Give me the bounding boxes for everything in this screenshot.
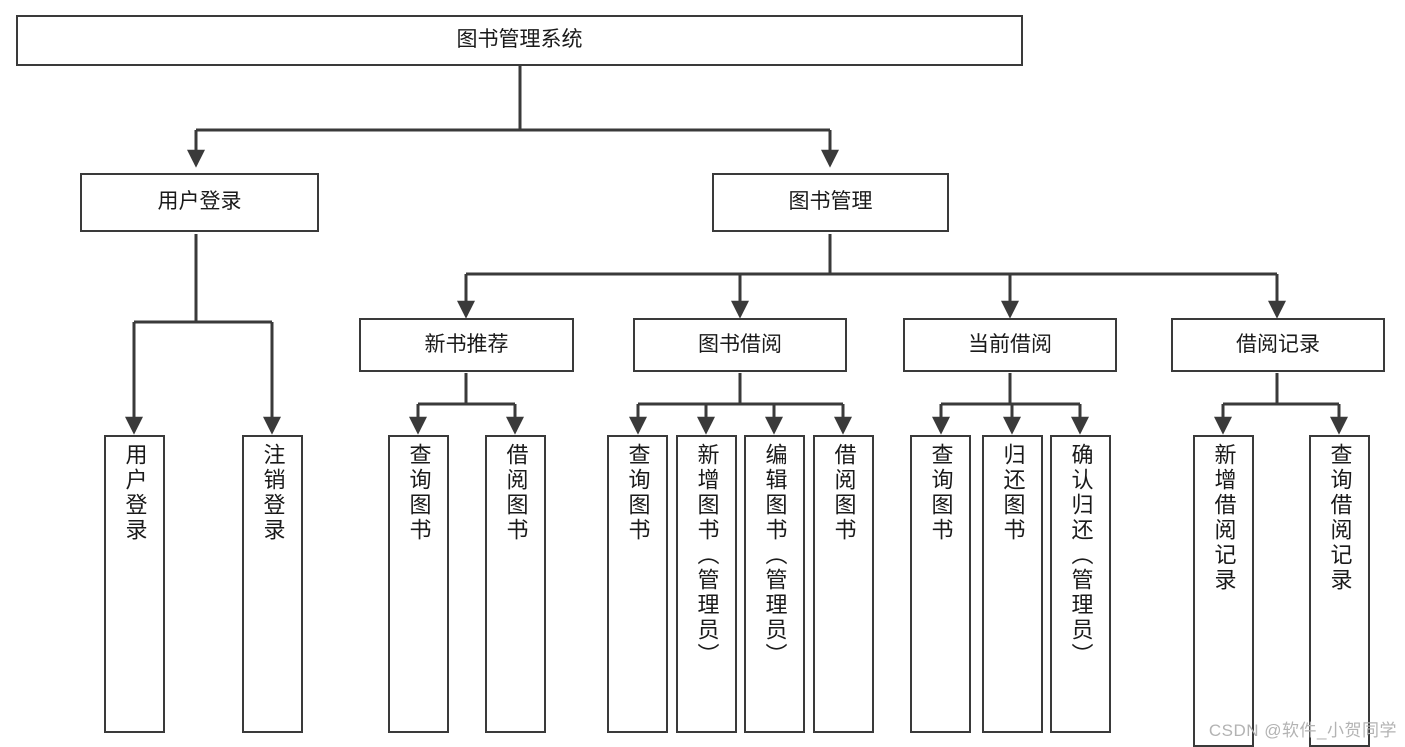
leaf-current-confirm-return[interactable]: 确认归还（管理员）: [1050, 435, 1111, 733]
node-user-login-label: 用户登录: [157, 190, 242, 214]
leaf-recommend-borrow-book[interactable]: 借阅图书: [485, 435, 546, 733]
leaf-current-return-book-label: 归还图书: [1000, 443, 1026, 543]
leaf-recommend-query-book[interactable]: 查询图书: [388, 435, 449, 733]
node-borrow-record[interactable]: 借阅记录: [1171, 318, 1385, 372]
node-book-management-label: 图书管理: [788, 190, 873, 214]
node-book-management[interactable]: 图书管理: [712, 173, 949, 232]
leaf-recommend-borrow-book-label: 借阅图书: [503, 443, 529, 543]
leaf-record-add-label: 新增借阅记录: [1211, 443, 1237, 593]
leaf-borrow-edit-book-label: 编辑图书（管理员）: [762, 443, 788, 668]
node-book-borrow[interactable]: 图书借阅: [633, 318, 847, 372]
leaf-borrow-add-book-label: 新增图书（管理员）: [694, 443, 720, 668]
node-new-book-recommend-label: 新书推荐: [424, 332, 509, 356]
leaf-current-confirm-return-label: 确认归还（管理员）: [1068, 443, 1094, 668]
node-new-book-recommend[interactable]: 新书推荐: [359, 318, 574, 372]
leaf-record-add[interactable]: 新增借阅记录: [1193, 435, 1254, 747]
leaf-borrow-borrow-book-label: 借阅图书: [831, 443, 857, 543]
csdn-watermark: CSDN @软件_小贺同学: [1208, 721, 1397, 740]
leaf-current-query-book[interactable]: 查询图书: [910, 435, 971, 733]
leaf-current-return-book[interactable]: 归还图书: [982, 435, 1043, 733]
leaf-current-query-book-label: 查询图书: [928, 443, 954, 543]
leaf-user-login[interactable]: 用户登录: [104, 435, 165, 733]
leaf-record-query-label: 查询借阅记录: [1327, 443, 1353, 593]
node-root[interactable]: 图书管理系统: [16, 15, 1023, 66]
node-current-borrow-label: 当前借阅: [968, 332, 1052, 356]
leaf-borrow-query-book[interactable]: 查询图书: [607, 435, 668, 733]
leaf-record-query[interactable]: 查询借阅记录: [1309, 435, 1370, 747]
leaf-recommend-query-book-label: 查询图书: [406, 443, 432, 543]
leaf-user-login-label: 用户登录: [122, 443, 148, 543]
leaf-borrow-add-book[interactable]: 新增图书（管理员）: [676, 435, 737, 733]
leaf-borrow-borrow-book[interactable]: 借阅图书: [813, 435, 874, 733]
leaf-logout[interactable]: 注销登录: [242, 435, 303, 733]
node-user-login[interactable]: 用户登录: [80, 173, 319, 232]
node-root-label: 图书管理系统: [456, 28, 583, 52]
leaf-borrow-edit-book[interactable]: 编辑图书（管理员）: [744, 435, 805, 733]
leaf-logout-label: 注销登录: [260, 443, 286, 543]
leaf-borrow-query-book-label: 查询图书: [625, 443, 651, 543]
node-borrow-record-label: 借阅记录: [1236, 332, 1320, 356]
node-current-borrow[interactable]: 当前借阅: [903, 318, 1117, 372]
node-book-borrow-label: 图书借阅: [698, 332, 782, 356]
